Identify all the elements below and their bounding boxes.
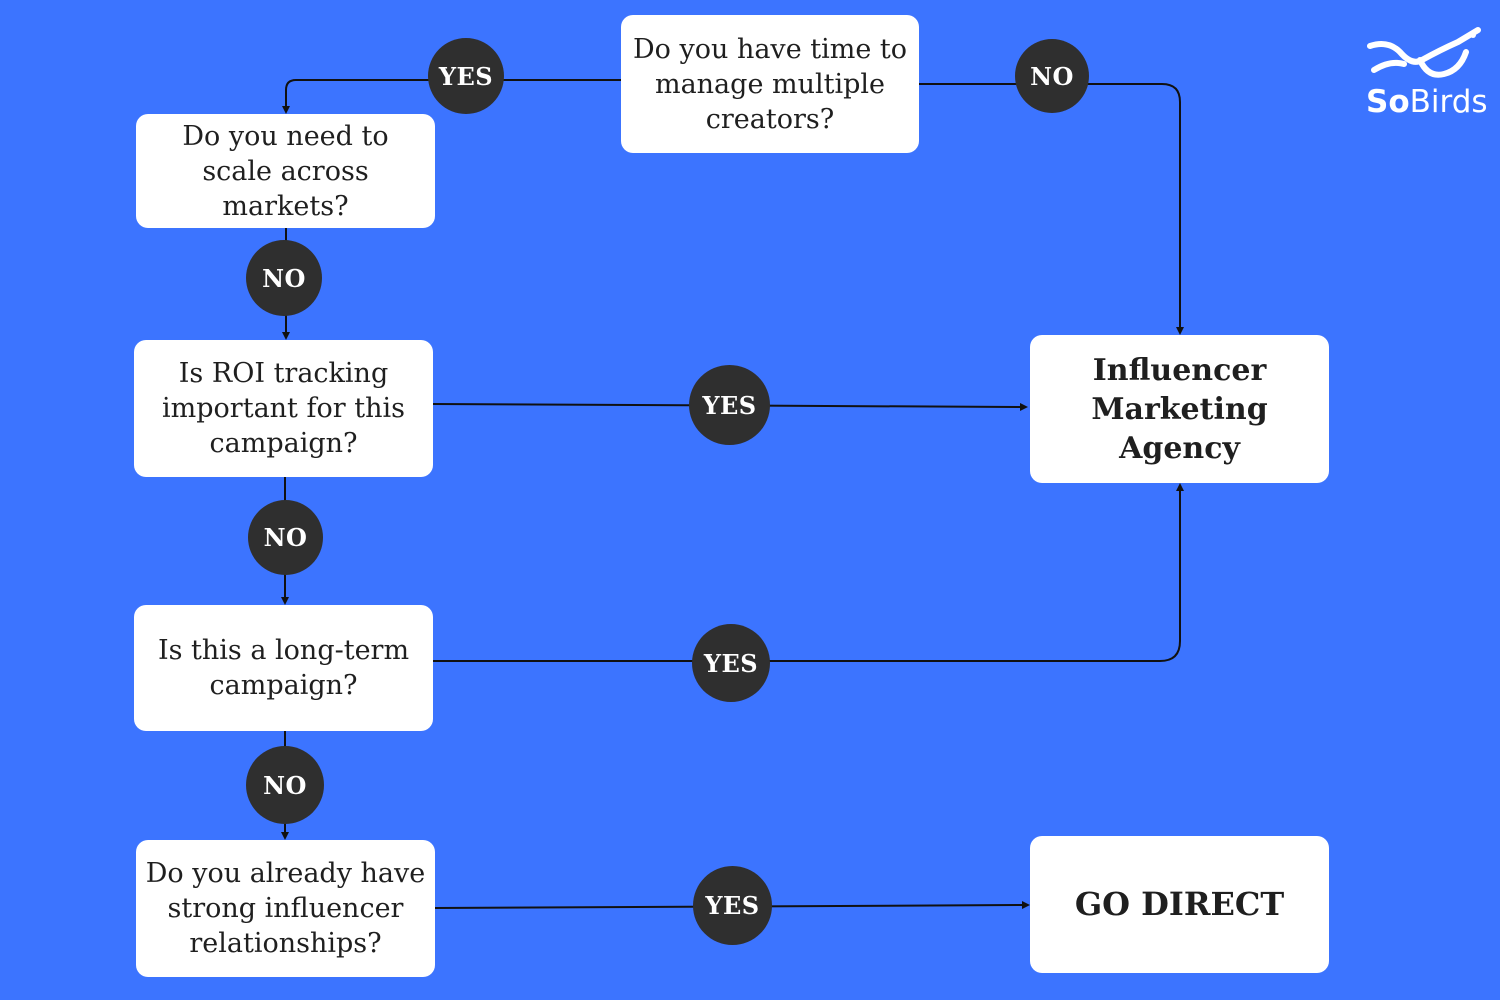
brand-name-part1: So [1366,84,1410,120]
question-time-box: Do you have time to manage multiple crea… [621,15,919,153]
edge-time-no-badge: NO [1015,39,1089,113]
edge-longterm-yes-badge: YES [692,624,770,702]
question-scale-box: Do you need to scale across markets? [136,114,435,228]
edge-longterm-yes-line [432,483,1184,662]
edge-time-no-line [918,83,1184,335]
edge-roi-yes-badge: YES [689,365,770,445]
brand-wordmark: SoBirds [1366,84,1488,120]
question-relationships-box: Do you already have strong influencer re… [136,840,435,977]
edge-relationships-yes-badge: YES [693,866,772,945]
question-longterm-box: Is this a long-term campaign? [134,605,433,731]
edge-longterm-no-badge: NO [246,746,324,824]
bird-logo-icon [1367,27,1481,78]
question-roi-box: Is ROI tracking important for this campa… [134,340,433,477]
edge-time-yes-line [282,79,622,114]
outcome-direct-box: GO DIRECT [1030,836,1329,973]
outcome-agency-box: Influencer Marketing Agency [1030,335,1329,483]
edge-roi-no-badge: NO [248,500,323,575]
edge-time-yes-badge: YES [428,38,504,114]
edge-scale-no-badge: NO [246,240,322,316]
brand-name-part2: Birds [1409,84,1488,120]
